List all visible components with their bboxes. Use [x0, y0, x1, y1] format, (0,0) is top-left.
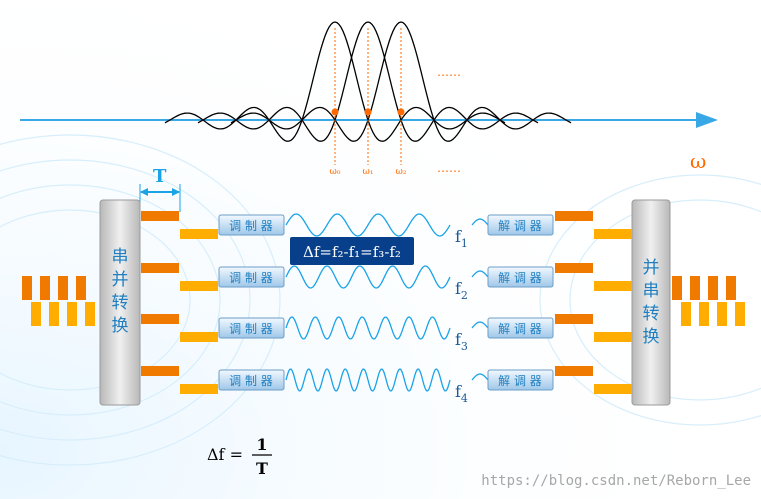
modulator-label: 调 制 器	[229, 322, 273, 336]
demodulator-box	[487, 317, 554, 339]
sinc-curve-0	[164, 21, 506, 142]
subcarrier-markers: ω₀ ω₁ ω₂	[330, 28, 407, 177]
bit-2	[690, 276, 700, 300]
bit-7	[735, 302, 745, 326]
bit-6	[76, 276, 86, 300]
bit-4	[708, 276, 718, 300]
parallel-to-serial-block	[631, 199, 671, 406]
output-serial-data	[672, 276, 745, 326]
modulator-label: 调 制 器	[229, 271, 273, 285]
demodulator-label: 解 调 器	[498, 271, 542, 285]
bottom-formula-denominator: T	[256, 459, 268, 478]
tx-bit-high	[141, 263, 179, 273]
tx-bit-low	[180, 384, 218, 394]
bit-4	[58, 276, 68, 300]
bottom-formula-numerator: 1	[256, 435, 267, 454]
bit-3	[699, 302, 709, 326]
period-label: T	[153, 166, 167, 187]
period-arrowhead-left	[140, 188, 148, 196]
spacing-formula: Δf=f₂-f₁=f₃-f₂	[303, 243, 401, 261]
rx-bit-low	[594, 332, 632, 342]
dots-top: ……	[437, 65, 461, 79]
demodulator-label: 解 调 器	[498, 322, 542, 336]
demodulator-box	[487, 369, 554, 391]
bit-5	[67, 302, 77, 326]
omega-tick-0: ω₀	[330, 167, 341, 177]
modulator-label: 调 制 器	[229, 219, 273, 233]
omega-tick-1: ω₁	[363, 167, 374, 177]
watermark: https://blog.csdn.net/Reborn_Lee	[481, 473, 751, 489]
modulator-box	[218, 266, 285, 288]
bit-1	[681, 302, 691, 326]
subcarrier-wave-1	[285, 213, 451, 237]
rx-bit-low	[594, 281, 632, 291]
modulator-box	[218, 369, 285, 391]
dots-bottom: ……	[437, 161, 461, 175]
parallel-to-serial-label: 并串转换	[643, 258, 660, 347]
bit-0	[672, 276, 682, 300]
tx-bit-low	[180, 281, 218, 291]
omega-label: ω	[690, 149, 706, 173]
period-arrowhead-right	[172, 188, 180, 196]
subcarrier-wave-4	[285, 368, 451, 392]
bit-1	[31, 302, 41, 326]
spacing-formula-box	[290, 237, 414, 265]
bit-0	[22, 276, 32, 300]
tx-bit-high	[141, 366, 179, 376]
omega-tick-2: ω₂	[396, 167, 407, 177]
rx-bit-high	[555, 366, 593, 376]
tx-bit-high	[141, 314, 179, 324]
tx-bit-high	[141, 211, 179, 221]
sinc-curve-2	[230, 21, 572, 142]
demodulator-label: 解 调 器	[498, 219, 542, 233]
rx-bit-high	[555, 211, 593, 221]
frequency-axis-arrowhead	[696, 112, 718, 128]
bit-2	[40, 276, 50, 300]
modulator-box	[218, 214, 285, 236]
subcarrier-wave-tail-2	[471, 270, 489, 278]
background-swirl	[0, 134, 761, 466]
rx-bit-high	[555, 263, 593, 273]
rx-bit-high	[555, 314, 593, 324]
subcarrier-wave-3	[285, 316, 451, 340]
subcarrier-sinc-curves	[164, 21, 572, 142]
modulator-label: 调 制 器	[229, 374, 273, 388]
demodulator-box	[487, 266, 554, 288]
input-serial-data	[22, 276, 95, 326]
sinc-curve-1	[197, 21, 539, 142]
marker-dot-0	[331, 108, 339, 116]
bottom-formula-lhs: Δf =	[207, 445, 243, 464]
rx-bit-low	[594, 384, 632, 394]
marker-dot-2	[397, 108, 405, 116]
subcarrier-wave-tail-1	[471, 218, 489, 226]
demodulator-box	[487, 214, 554, 236]
bit-5	[717, 302, 727, 326]
tx-bit-low	[180, 229, 218, 239]
bit-7	[85, 302, 95, 326]
subcarrier-wave-2	[285, 265, 451, 289]
marker-dot-1	[364, 108, 372, 116]
serial-to-parallel-label: 串并转换	[112, 247, 129, 336]
serial-to-parallel-block	[99, 199, 141, 406]
subcarrier-wave-tail-4	[471, 373, 489, 381]
bit-6	[726, 276, 736, 300]
subcarrier-wave-tail-3	[471, 321, 489, 329]
demodulator-label: 解 调 器	[498, 374, 542, 388]
modulator-box	[218, 317, 285, 339]
bit-3	[49, 302, 59, 326]
tx-bit-low	[180, 332, 218, 342]
rx-bit-low	[594, 229, 632, 239]
